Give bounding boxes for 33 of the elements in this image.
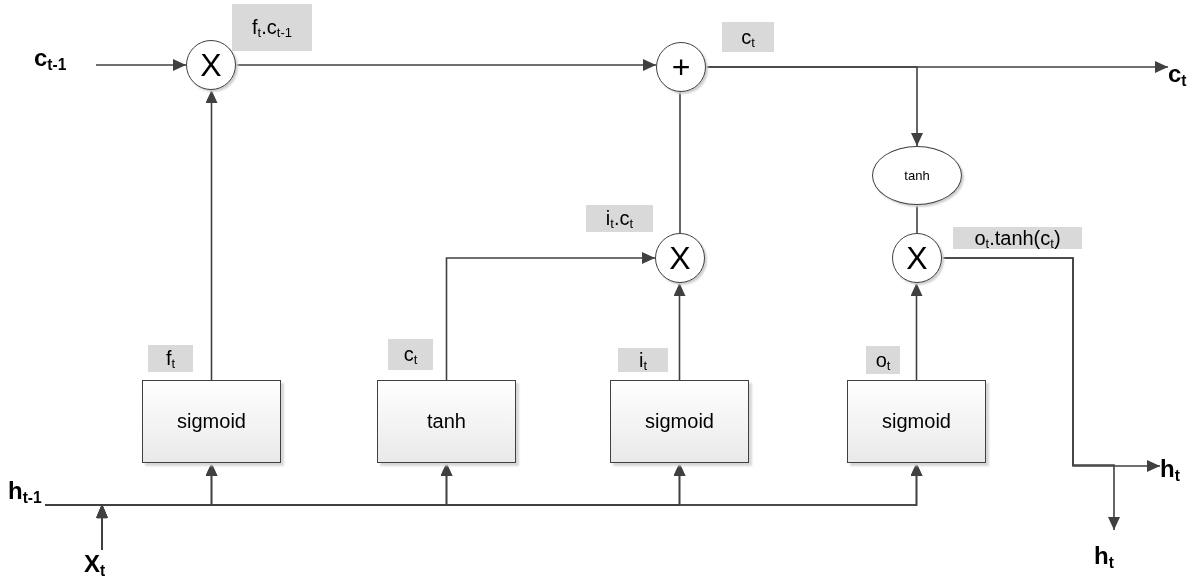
- variable-label: h$_{t}$: [1094, 530, 1134, 570]
- arrow: [673, 282, 686, 381]
- arrow: [445, 252, 656, 381]
- arrow: [941, 257, 1120, 531]
- value-label: i$_{t}$.c$_{t}$: [586, 205, 653, 232]
- variable-label: h$_{t-1}$: [8, 470, 60, 505]
- value-label: i$_{t}$: [618, 348, 668, 372]
- arrow: [235, 59, 657, 71]
- activation-ellipse: tanh: [872, 146, 962, 205]
- arrow: [205, 89, 218, 381]
- operator-circle: +: [656, 42, 706, 92]
- arrow: [95, 59, 187, 71]
- variable-label: c$_{t-1}$: [34, 30, 96, 72]
- arrow: [910, 282, 923, 381]
- variable-label: c$_{t}$: [1168, 50, 1202, 88]
- operator-circle: X: [892, 233, 942, 283]
- activation-box: tanh: [377, 380, 516, 463]
- arrow: [705, 66, 923, 147]
- activation-box: sigmoid: [610, 380, 749, 463]
- value-label: c$_{t}$: [388, 339, 433, 370]
- value-label: f$_{t}$.c$_{t-1}$: [232, 4, 312, 51]
- activation-box: sigmoid: [847, 380, 986, 463]
- value-label: f$_{t}$: [148, 345, 193, 372]
- value-label: o$_{t}$: [866, 346, 900, 374]
- connector-line: [679, 91, 681, 234]
- variable-label: h$_{t}$: [1160, 449, 1200, 483]
- value-label: c$_{t}$: [722, 22, 774, 52]
- value-label: o$_{t}$.tanh(c$_{t}$): [953, 227, 1082, 249]
- activation-box: sigmoid: [142, 380, 281, 463]
- variable-label: X$_{t}$: [84, 550, 120, 578]
- connector-line: [916, 204, 918, 234]
- operator-circle: X: [655, 233, 705, 283]
- operator-circle: X: [186, 40, 236, 90]
